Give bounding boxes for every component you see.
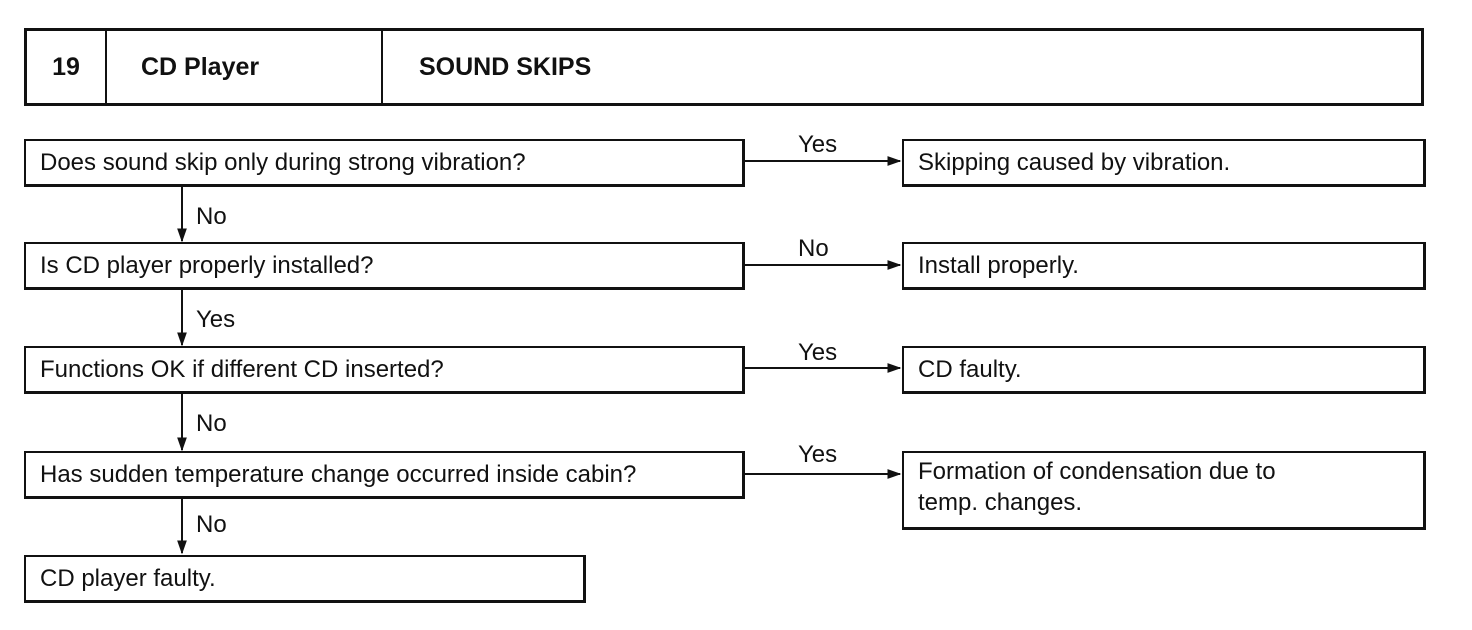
result-text-4-line-1: Formation of condensation due to (918, 458, 1276, 485)
question-text-2: Is CD player properly installed? (40, 252, 374, 279)
result-text-3: CD faulty. (918, 356, 1022, 383)
chart-number: 19 (27, 31, 107, 103)
result-box-2: Install properly. (902, 242, 1426, 290)
question-box-1: Does sound skip only during strong vibra… (24, 139, 745, 187)
system-name: CD Player (107, 31, 383, 103)
down-answer-label-1: No (196, 203, 227, 230)
side-answer-label-2: No (798, 235, 829, 262)
question-box-4: Has sudden temperature change occurred i… (24, 451, 745, 499)
question-box-3: Functions OK if different CD inserted? (24, 346, 745, 394)
side-answer-label-3: Yes (798, 339, 838, 366)
down-answer-label-4: No (196, 511, 227, 538)
down-answer-label-3: No (196, 410, 227, 437)
result-text-4-line-2: temp. changes. (918, 489, 1083, 516)
result-text-2: Install properly. (918, 252, 1079, 279)
result-box-3: CD faulty. (902, 346, 1426, 394)
result-box-4: Formation of condensation due to temp. c… (902, 451, 1426, 530)
question-text-3: Functions OK if different CD inserted? (40, 356, 444, 383)
question-text-4: Has sudden temperature change occurred i… (40, 461, 637, 488)
final-result-box: CD player faulty. (24, 555, 586, 603)
question-text-1: Does sound skip only during strong vibra… (40, 149, 526, 176)
side-answer-label-4: Yes (798, 441, 838, 468)
result-box-1: Skipping caused by vibration. (902, 139, 1426, 187)
header-bar: 19 CD Player SOUND SKIPS (24, 28, 1424, 106)
question-box-2: Is CD player properly installed? (24, 242, 745, 290)
final-result-text: CD player faulty. (40, 565, 216, 592)
down-answer-label-2: Yes (196, 306, 236, 333)
symptom-title: SOUND SKIPS (419, 52, 592, 81)
result-text-1: Skipping caused by vibration. (918, 149, 1231, 176)
side-answer-label-1: Yes (798, 131, 838, 158)
